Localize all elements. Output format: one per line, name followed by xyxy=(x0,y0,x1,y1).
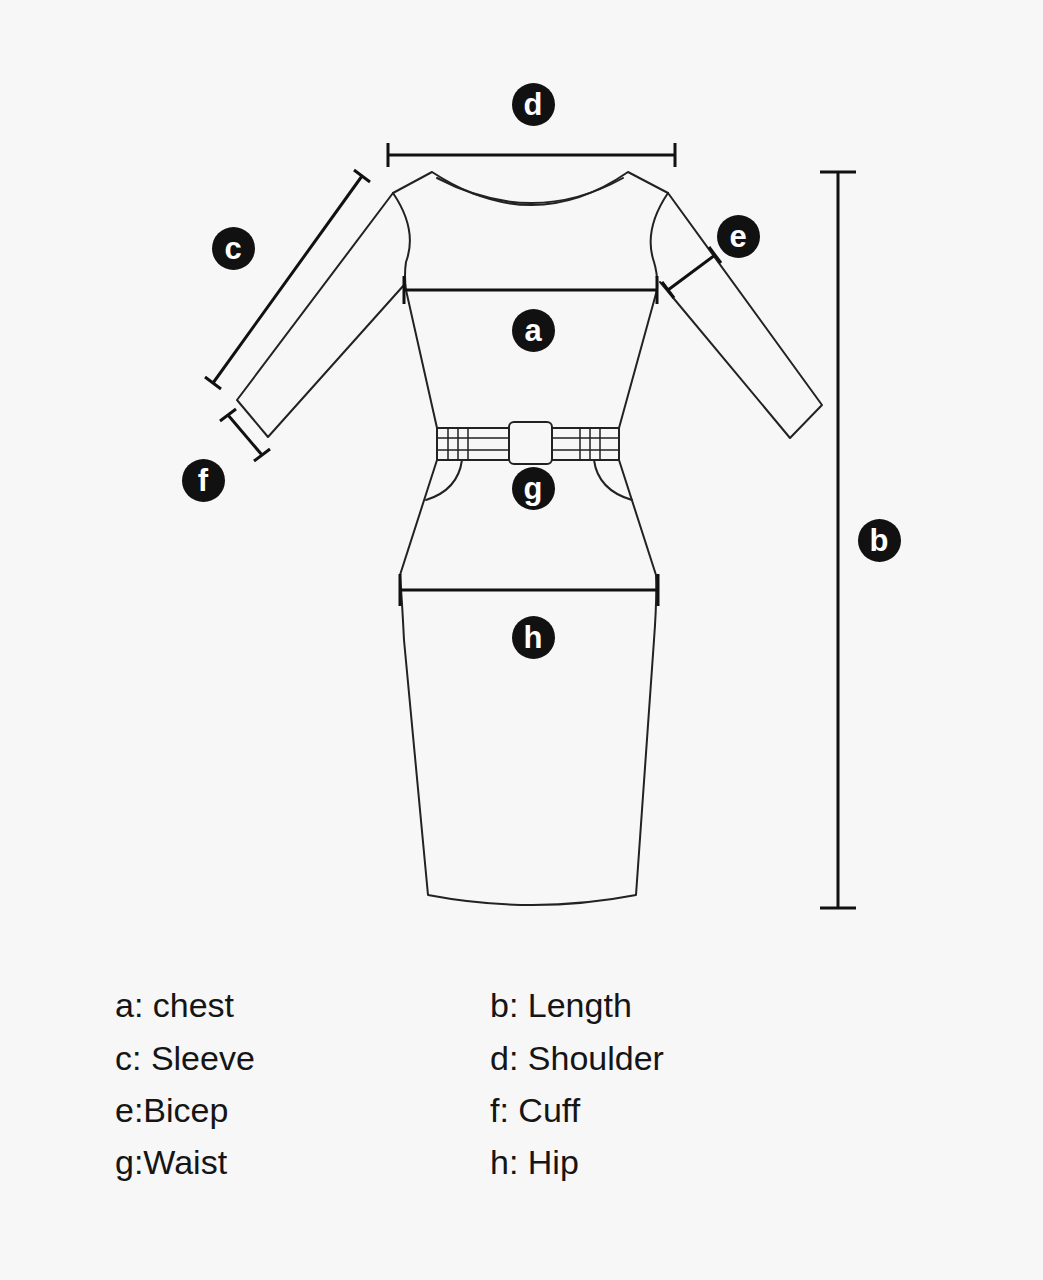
callout-circle: h xyxy=(512,616,555,659)
callout-circle: d xyxy=(512,83,555,126)
measurement-key: d: Shoulder xyxy=(490,1041,664,1075)
dress-neck-trim xyxy=(437,178,623,203)
callout-letter: b xyxy=(870,525,889,556)
callout-letter: c xyxy=(224,233,241,264)
bodice-right xyxy=(619,193,668,428)
callout-letter: h xyxy=(524,622,543,653)
callout-circle: e xyxy=(717,215,760,258)
measurement-key: a: chest xyxy=(115,988,234,1022)
right-sleeve xyxy=(660,193,822,438)
dimension-line xyxy=(388,143,675,167)
belt-buckle xyxy=(509,422,552,464)
callout-letter: e xyxy=(729,221,746,252)
callout-circle: g xyxy=(512,467,555,510)
callout-letter: d xyxy=(524,89,543,120)
dimension-line xyxy=(220,409,270,461)
dimension-line xyxy=(205,170,370,389)
callout-circle: a xyxy=(512,309,555,352)
measurement-key: f: Cuff xyxy=(490,1093,580,1127)
skirt xyxy=(400,460,656,905)
measurement-key: h: Hip xyxy=(490,1145,579,1179)
dimension-line xyxy=(820,172,856,908)
measurement-key: c: Sleeve xyxy=(115,1041,255,1075)
dress-neckline xyxy=(393,172,668,205)
measurement-key: g:Waist xyxy=(115,1145,227,1179)
bodice-left xyxy=(393,193,437,428)
callout-circle: f xyxy=(182,459,225,502)
dimension-line xyxy=(404,276,657,304)
callout-letter: f xyxy=(198,465,208,496)
measurement-key: b: Length xyxy=(490,988,632,1022)
callout-circle: b xyxy=(858,519,901,562)
dimension-line xyxy=(662,247,721,298)
dimension-line xyxy=(400,574,658,606)
measurement-key: e:Bicep xyxy=(115,1093,228,1127)
callout-circle: c xyxy=(212,227,255,270)
callout-letter: a xyxy=(524,315,541,346)
callout-letter: g xyxy=(524,473,543,504)
